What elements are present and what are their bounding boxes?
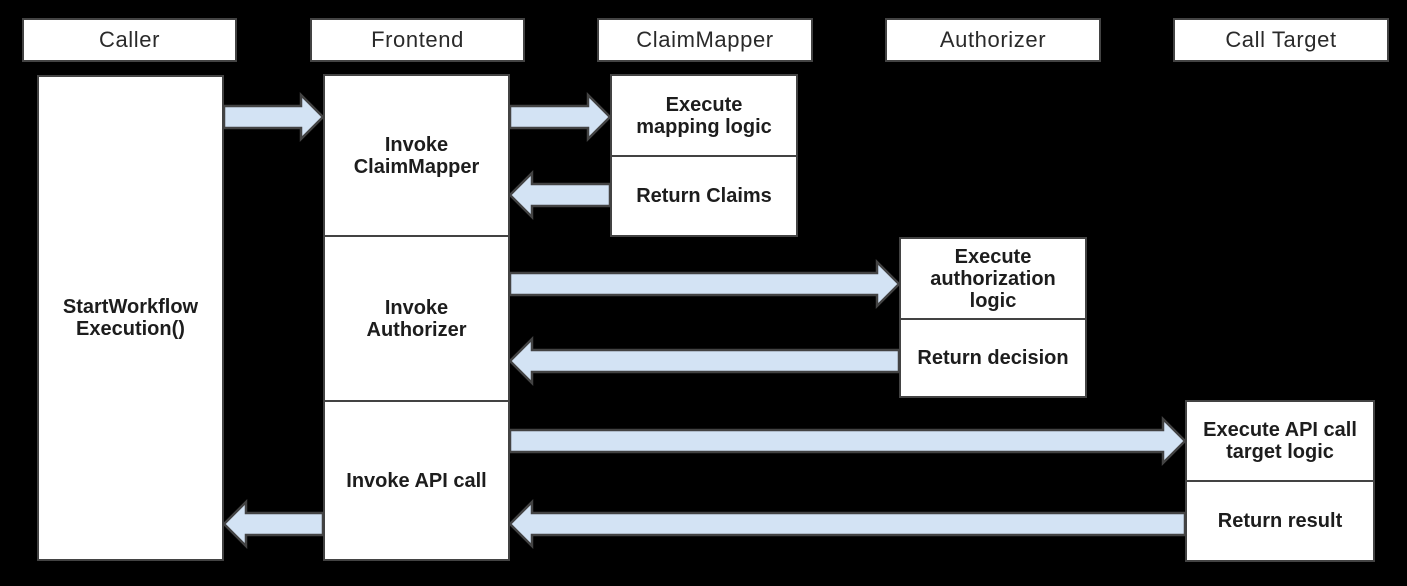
authorizer-step-execute-authorization: Execute authorization logic: [930, 245, 1056, 312]
lane-header-frontend: Frontend: [310, 18, 525, 62]
frontend-step-invoke-api-call: Invoke API call: [325, 400, 508, 559]
arrow-frontend-to-calltarget-icon: [508, 415, 1187, 467]
lane-header-authorizer: Authorizer: [885, 18, 1101, 62]
caller-activity-label: StartWorkflow Execution(): [62, 296, 199, 340]
lane-header-claimmapper: ClaimMapper: [597, 18, 813, 62]
arrow-return-result-icon: [508, 498, 1187, 550]
lane-label-frontend: Frontend: [371, 27, 464, 52]
claimmapper-step-execute-mapping: Execute mapping logic: [636, 93, 772, 138]
lane-label-claimmapper: ClaimMapper: [636, 27, 774, 52]
arrow-frontend-to-authorizer-icon: [508, 258, 901, 310]
frontend-step-invoke-claimmapper: Invoke ClaimMapper: [353, 133, 480, 178]
lane-label-caller: Caller: [98, 27, 161, 52]
lane-label-calltarget: Call Target: [1225, 27, 1337, 52]
arrow-frontend-to-claimmapper-icon: [508, 91, 612, 143]
arrow-return-decision-icon: [508, 335, 901, 387]
frontend-step-invoke-authorizer: Invoke Authorizer: [325, 235, 508, 400]
authorizer-activity-box: Execute authorization logic Return decis…: [899, 237, 1087, 398]
arrow-return-claims-icon: [508, 169, 612, 221]
lane-label-authorizer: Authorizer: [939, 27, 1047, 52]
caller-activity-box: StartWorkflow Execution(): [37, 75, 224, 561]
frontend-activity-box: Invoke ClaimMapper Invoke Authorizer Inv…: [323, 74, 510, 561]
claimmapper-activity-box: Execute mapping logic Return Claims: [610, 74, 798, 237]
lane-header-calltarget: Call Target: [1173, 18, 1389, 62]
arrow-frontend-to-caller-icon: [222, 498, 325, 550]
calltarget-step-return-result: Return result: [1187, 480, 1373, 560]
lane-header-caller: Caller: [22, 18, 237, 62]
calltarget-step-execute-api-target: Execute API call target logic: [1203, 419, 1357, 463]
calltarget-activity-box: Execute API call target logic Return res…: [1185, 400, 1375, 562]
authorizer-step-return-decision: Return decision: [901, 318, 1085, 396]
claimmapper-step-return-claims: Return Claims: [612, 155, 796, 235]
arrow-caller-to-frontend-icon: [222, 91, 325, 143]
